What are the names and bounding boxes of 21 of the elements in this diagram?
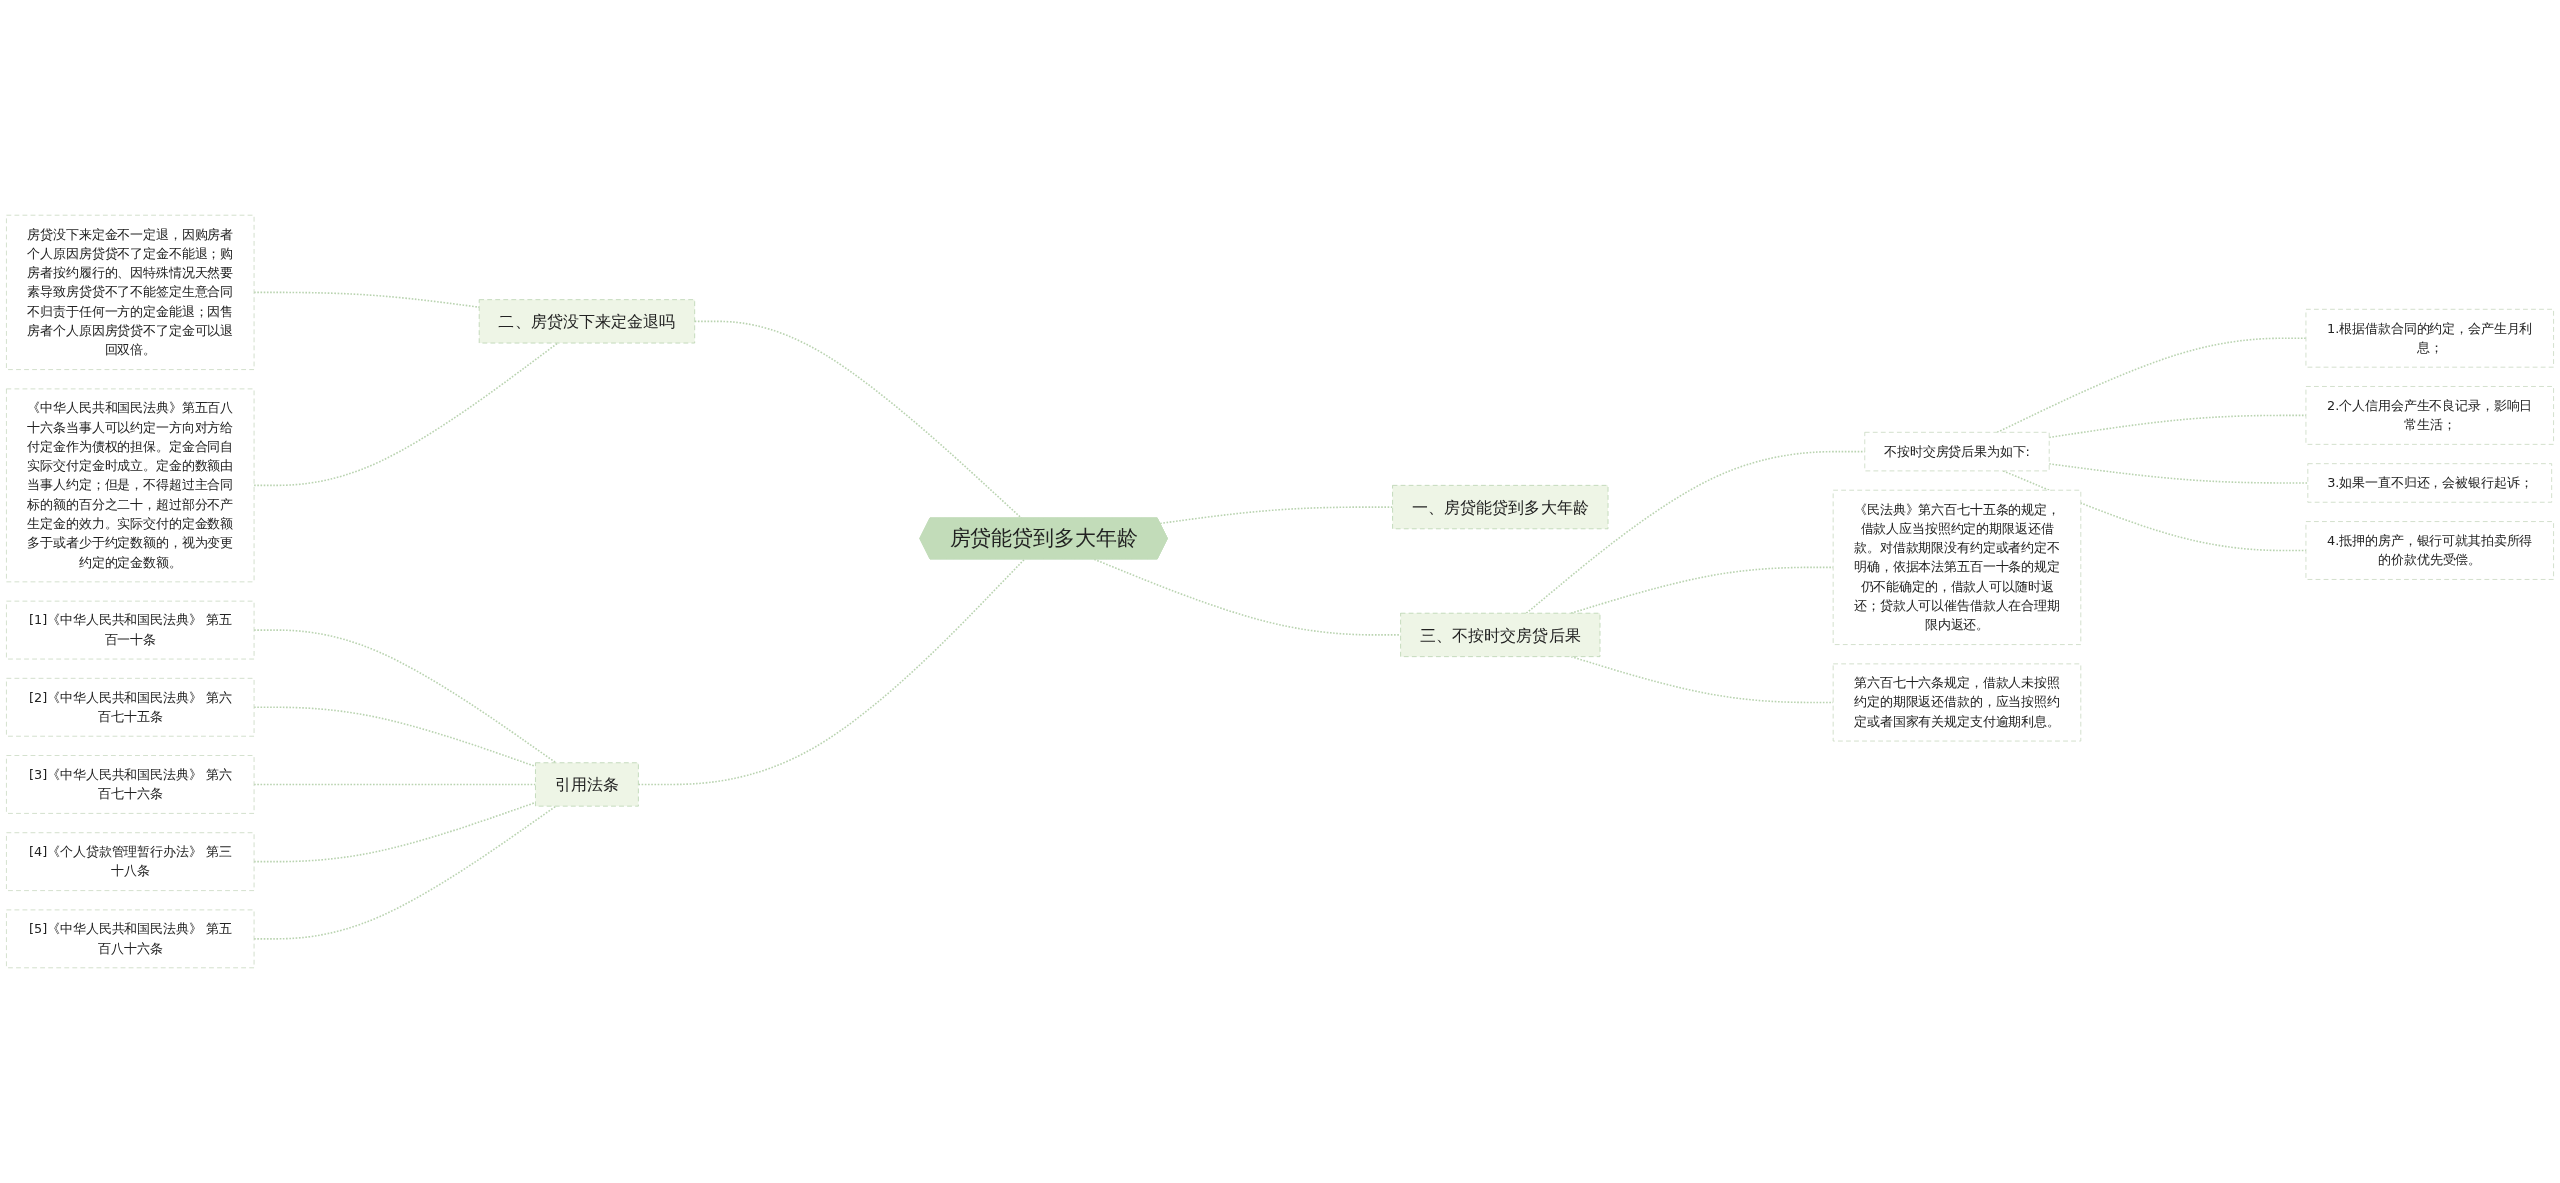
node-box: 引用法条 [535, 762, 639, 807]
node-box: 不按时交房贷后果为如下: [1864, 431, 2050, 472]
node-box: 第六百七十六条规定，借款人未按照约定的期限返还借款的，应当按照约定或者国家有关规定支付逾期利息。 [1832, 663, 2082, 742]
node-box: 1.根据借款合同的约定，会产生月利息； [2305, 308, 2554, 368]
node-box: 《中华人民共和国民法典》第五百八十六条当事人可以约定一方向对方给付定金作为债权的担保。定金合同自实际交付定金时成立。定金的数额由当事人约定；但是，不得超过主合同标的额的百分之二十，超过部分不产生定金的效力。实际交付的定金数额多于或者少于约定数额的，视为变更约定的定金数额。 [6, 388, 255, 583]
connector [1159, 506, 1394, 525]
node-box: [4]《个人贷款管理暂行办法》 第三十八条 [6, 832, 255, 891]
node-box: 三、不按时交房贷后果 [1400, 612, 1601, 658]
node-box: 2.个人信用会产生不良记录，影响日常生活； [2305, 386, 2554, 445]
node-box: [2]《中华人民共和国民法典》 第六百七十五条 [6, 677, 255, 737]
node-box: 二、房贷没下来定金退吗 [478, 299, 696, 344]
connector [1525, 450, 1866, 614]
node-box: 一、房贷能贷到多大年龄 [1392, 484, 1609, 530]
node-box: 《民法典》第六百七十五条的规定，借款人应当按照约定的期限返还借款。对借款期限没有约定或者约定不明确，依据本法第五百一十条的规定仍不能确定的，借款人可以随时返还；贷款人可以催告借款人在合理期限内返还。 [1832, 489, 2082, 645]
node-box: [5]《中华人民共和国民法典》 第五百八十六条 [6, 909, 255, 969]
node-box: 3.如果一直不归还，会被银行起诉； [2307, 463, 2553, 503]
node-box: [1]《中华人民共和国民法典》 第五百一十条 [6, 600, 255, 660]
node-box: [3]《中华人民共和国民法典》 第六百七十六条 [6, 755, 255, 814]
node-box: 房贷没下来定金不一定退，因购房者个人原因房贷贷不了定金不能退；购房者按约履行的、因特殊情况天然要素导致房贷贷不了不能签定生意合同不归责于任何一方的定金能退；因售房者个人原因房贷贷不了定金可以退回双倍。 [6, 214, 255, 370]
node-box: 4.抵押的房产，银行可就其拍卖所得的价款优先受偿。 [2305, 521, 2554, 580]
connector [1093, 558, 1402, 636]
